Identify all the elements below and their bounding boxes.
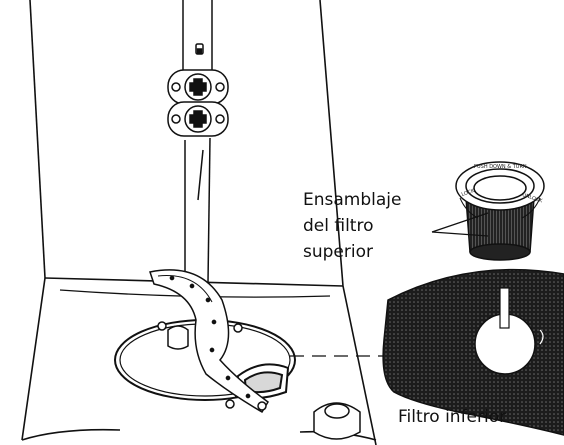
cylindrical-mesh-filter-icon: PUSH DOWN & TURN LOCK UNLOCK (456, 162, 544, 260)
upper-filter-label-line3: superior (303, 242, 373, 262)
upper-filter-label-line1: Ensamblaje (303, 190, 401, 210)
lower-spray-arm-icon (150, 270, 268, 412)
spray-tube (183, 0, 212, 282)
drain-cap (314, 403, 360, 439)
lower-filter-label: Filtro inferior (398, 407, 506, 427)
filter-ring-text-top: PUSH DOWN & TURN (474, 164, 527, 170)
screw-coupling-icon (168, 70, 228, 136)
upper-filter-label-line2: del filtro (303, 216, 374, 236)
